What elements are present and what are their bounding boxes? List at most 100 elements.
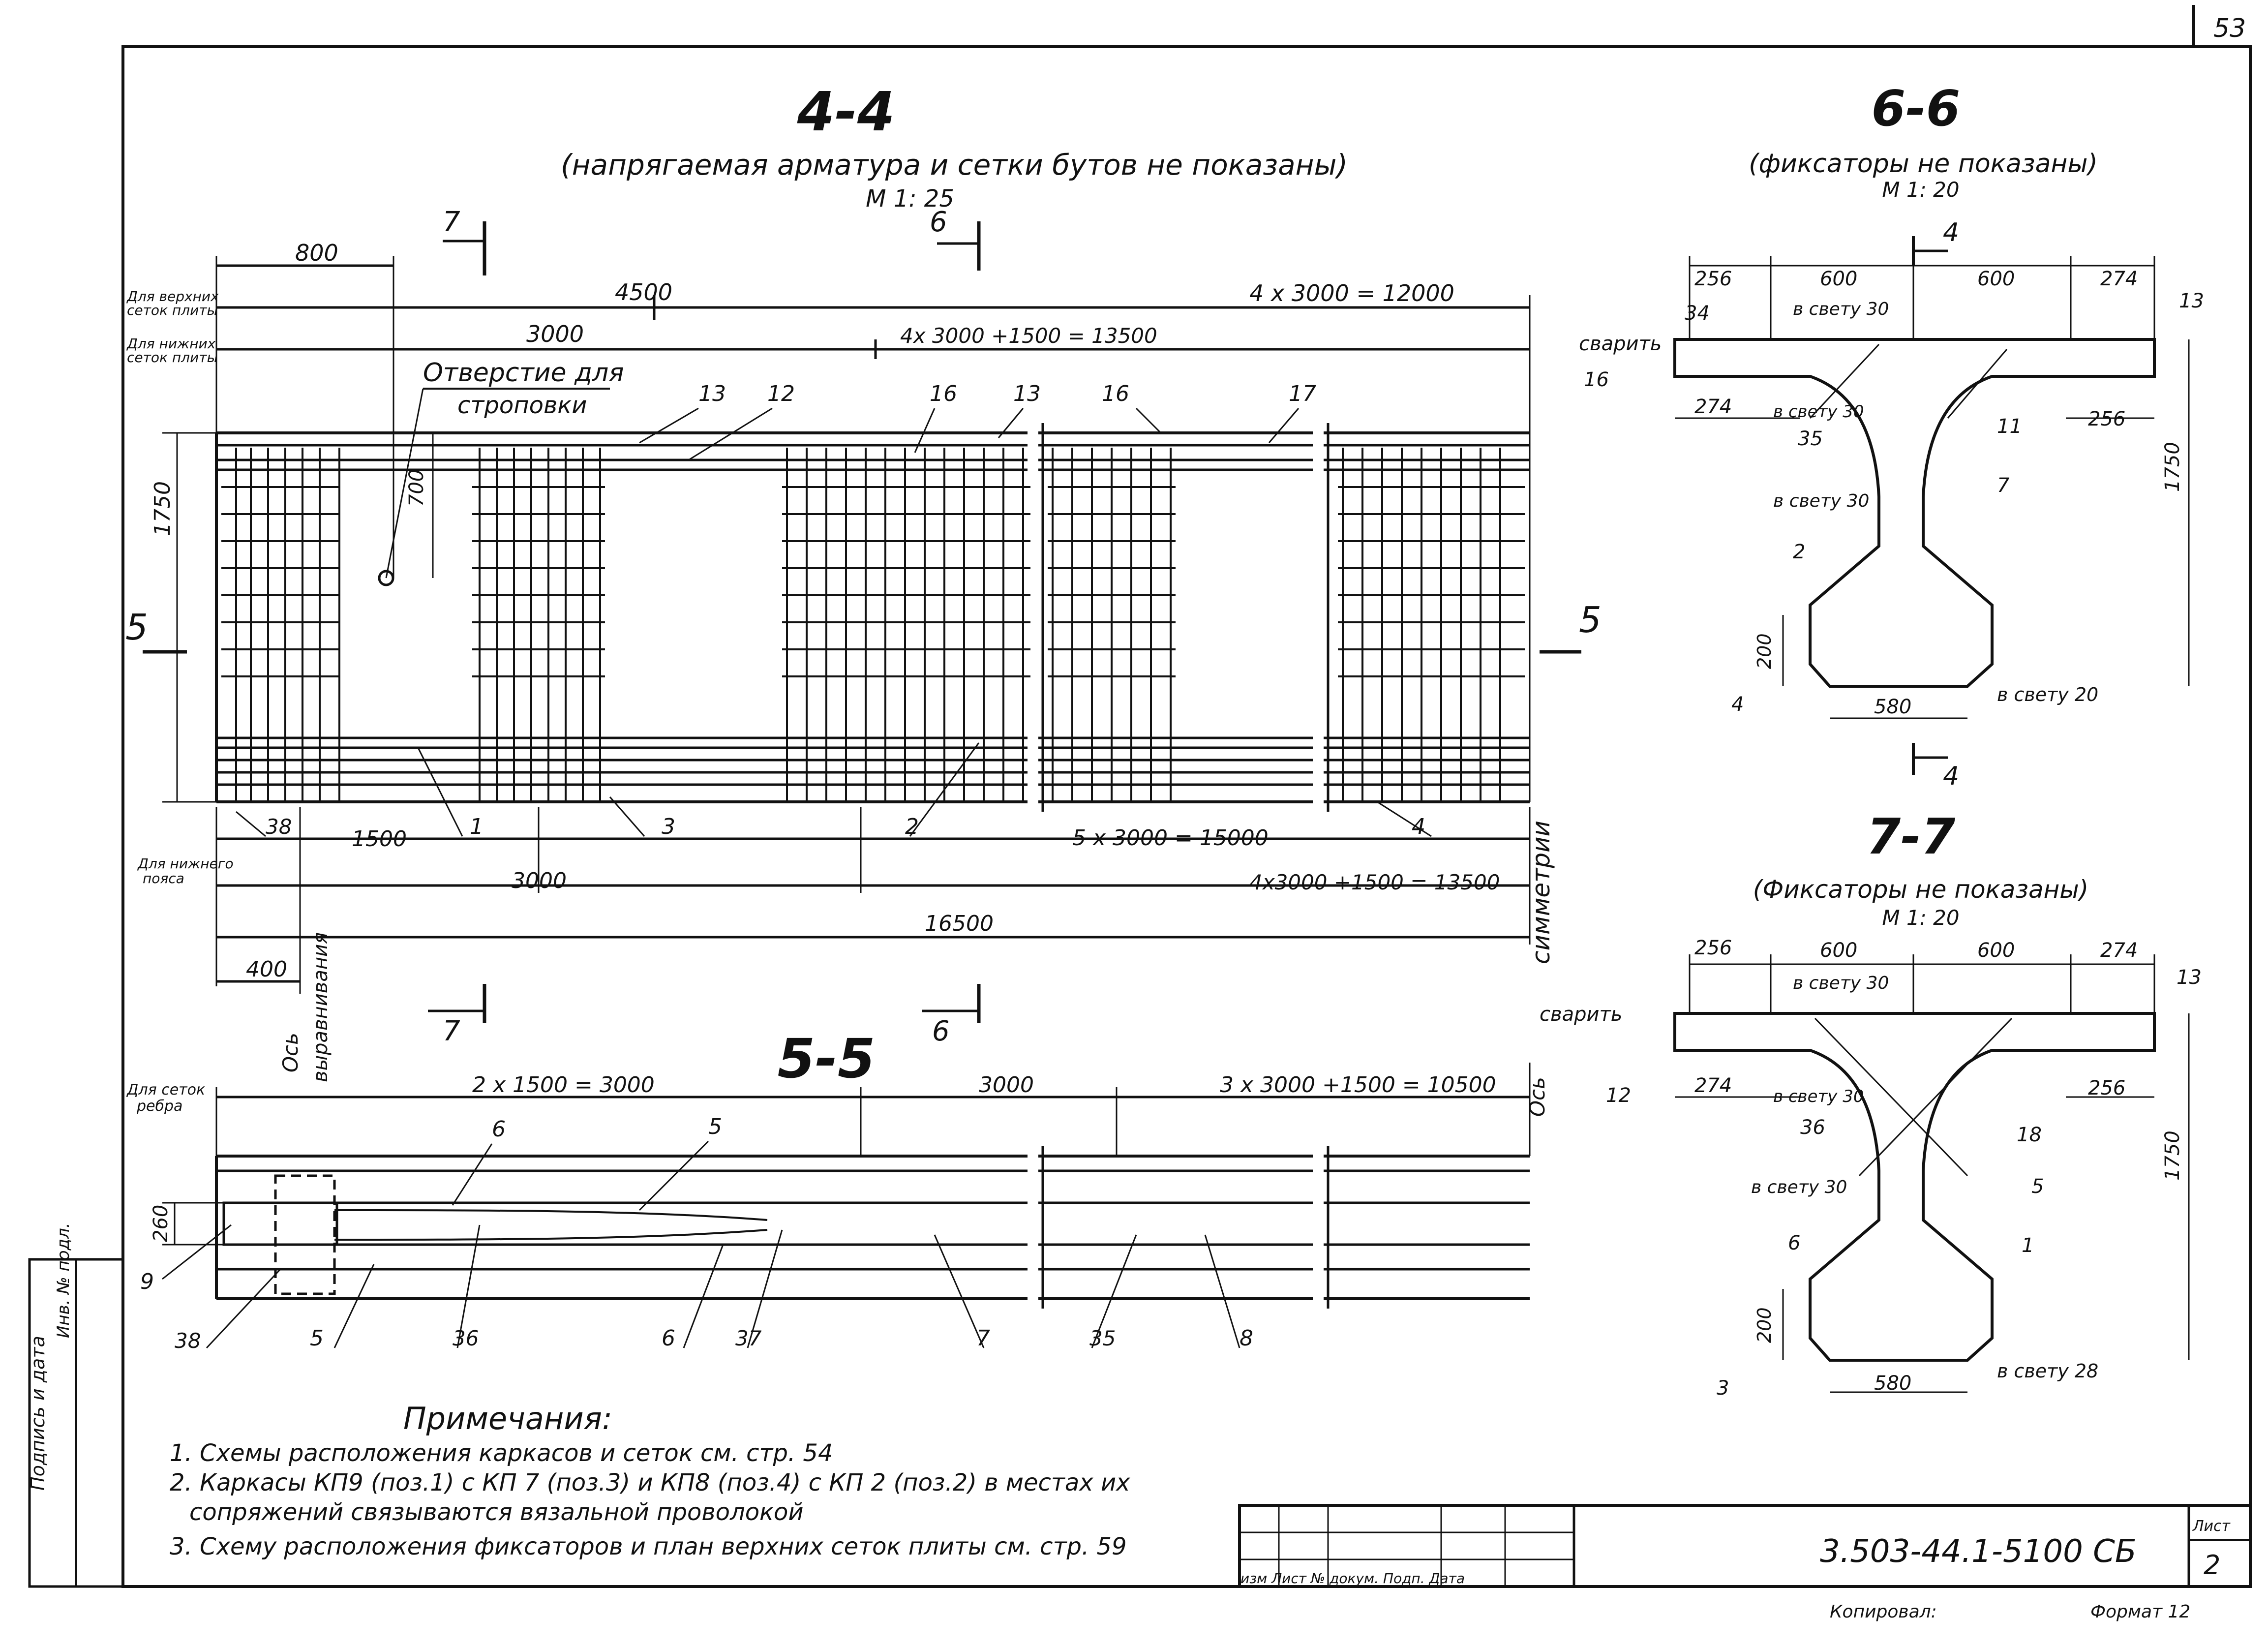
s66-dim-274-right: 274 [2100,268,2138,290]
dim-3000-rib: 3000 [979,1072,1034,1098]
s77-clear30b: в свету 30 [1773,1087,1864,1106]
s66-callout-4: 4 [1731,693,1744,716]
s66-callout-11: 11 [1997,415,2022,438]
s77-dim-256-left: 256 [1694,937,1732,959]
callout-17: 17 [1289,381,1316,406]
dim-15000: 5 х 3000 = 15000 [1072,825,1269,851]
dim-3000-bottom: 3000 [512,868,567,893]
rib-mesh-label-2: ребра [136,1098,182,1115]
document-code: 3.503-44.1-5100 СБ [1820,1533,2137,1570]
s66-callout-16: 16 [1584,368,1609,391]
upper-mesh-label-1: Для верхних [126,288,219,305]
s77-dim-600-left: 600 [1820,939,1857,962]
lower-chord-label-2: пояса [143,870,184,886]
callout-1: 1 [470,814,484,839]
callout-3: 3 [662,814,675,839]
cut-5-left: 5 [125,607,148,648]
cut-5-right: 5 [1579,599,1602,641]
sheet-frame [121,45,2252,1588]
dim-1750: 1750 [150,481,175,536]
note-3: 3. Схему расположения фиксаторов и план … [170,1533,1127,1560]
s66-clear30a: в свету 30 [1793,299,1889,319]
section-6-6-title: 6-6 [1872,80,1961,137]
dim-700: 700 [405,469,428,507]
s77-clear30c: в свету 30 [1751,1177,1847,1197]
left-stamp-signature: Подпись и дата [27,1336,49,1491]
cut-7-top: 7 [443,206,460,238]
callout-9: 9 [140,1269,154,1294]
left-stamp-inventory: Инв. № подл. [54,1222,73,1338]
section-4-4-subtitle: (напрягаемая арматура и сетки бутов не п… [561,148,1348,182]
cut-7-bottom: 7 [443,1015,460,1047]
copied-label: Копировал: [1830,1602,1937,1622]
section-6-6-scale: М 1: 20 [1882,178,1959,202]
section-6-6-drawing [1673,236,2190,775]
callout-13a: 13 [698,381,726,406]
callout-13b: 13 [1013,381,1041,406]
cut-6-top: 6 [930,206,947,238]
s66-callout-2: 2 [1793,541,1805,563]
s66-dim-580: 580 [1874,696,1911,718]
section-6-6-subtitle: (фиксаторы не показаны) [1749,149,2098,179]
s77-weld: сварить [1540,1003,1622,1026]
section-7-7-drawing [1673,954,2190,1393]
section-4-4-drawing [143,221,1581,1023]
s66-dim-256-low: 256 [2088,408,2125,430]
s77-callout-1: 1 [2022,1234,2034,1257]
section-4-4-title: 4-4 [797,80,895,143]
s77-callout-5: 5 [2031,1175,2044,1198]
note-2-cont: сопряжений связываются вязальной проволо… [189,1498,804,1526]
cut-6-bottom: 6 [932,1015,950,1047]
lower-mesh-label-2: сеток плиты [127,349,218,366]
s77-callout-6: 6 [1788,1232,1800,1254]
s66-callout-35: 35 [1798,427,1823,450]
callout-6b: 6 [662,1326,675,1351]
callout-16b: 16 [1102,381,1129,406]
dim-13500-top: 4х 3000 +1500 = 13500 [900,324,1157,348]
s77-dim-600-right: 600 [1977,939,2015,962]
axis-label: Ось [1525,1077,1549,1117]
s77-clear28: в свету 28 [1997,1360,2098,1382]
s66-callout-13: 13 [2179,290,2204,312]
dim-10500: 3 х 3000 +1500 = 10500 [1220,1072,1496,1098]
page-number: 53 [2213,14,2246,43]
callout-36: 36 [453,1326,479,1350]
s66-weld: сварить [1579,333,1662,355]
callout-8: 8 [1240,1326,1253,1351]
symmetry-label: симметрии [1527,821,1555,964]
dim-13500-bottom: 4х3000 +1500 = 13500 [1249,870,1500,894]
callout-5a: 5 [708,1114,722,1139]
section-5-5-drawing [162,1063,1531,1349]
dim-800: 800 [295,240,338,266]
callout-37: 37 [735,1326,762,1350]
format-label: Формат 12 [2090,1602,2190,1622]
dim-2x1500: 2 х 1500 = 3000 [472,1072,655,1098]
axis-alignment-2: выравнивания [309,932,332,1082]
section-7-7-scale: М 1: 20 [1882,906,1959,930]
section-6-6-cut-bottom: 4 [1943,762,1959,791]
s77-callout-12: 12 [1606,1084,1631,1107]
upper-mesh-label-2: сеток плиты [127,302,218,318]
title-block [1238,1504,2252,1588]
section-7-7-subtitle: (Фиксаторы не показаны) [1753,875,2089,904]
hole-note-2: строповки [457,392,587,419]
s77-dim-274-right: 274 [2100,939,2138,962]
s77-dim-256-low: 256 [2088,1077,2125,1099]
note-1: 1. Схемы расположения каркасов и сеток с… [170,1439,833,1467]
dim-1500: 1500 [352,826,407,852]
s77-callout-18: 18 [2017,1124,2042,1146]
s66-clear30b: в свету 30 [1773,402,1864,422]
s66-dim-256-left: 256 [1694,268,1732,290]
axis-alignment-1: Ось [278,1033,302,1072]
s77-callout-36: 36 [1800,1116,1825,1139]
s66-dim-600-right: 600 [1977,268,2015,290]
rib-mesh-label-1: Для сеток [126,1081,205,1099]
lower-chord-label-1: Для нижнего [137,855,234,872]
s66-clear30c: в свету 30 [1773,491,1869,511]
s66-dim-274-low: 274 [1694,396,1732,418]
sheet-label: Лист [2192,1518,2231,1535]
dim-260: 260 [150,1205,172,1242]
callout-35: 35 [1089,1326,1116,1350]
s66-dim-600-left: 600 [1820,268,1857,290]
section-7-7-title: 7-7 [1867,808,1956,865]
